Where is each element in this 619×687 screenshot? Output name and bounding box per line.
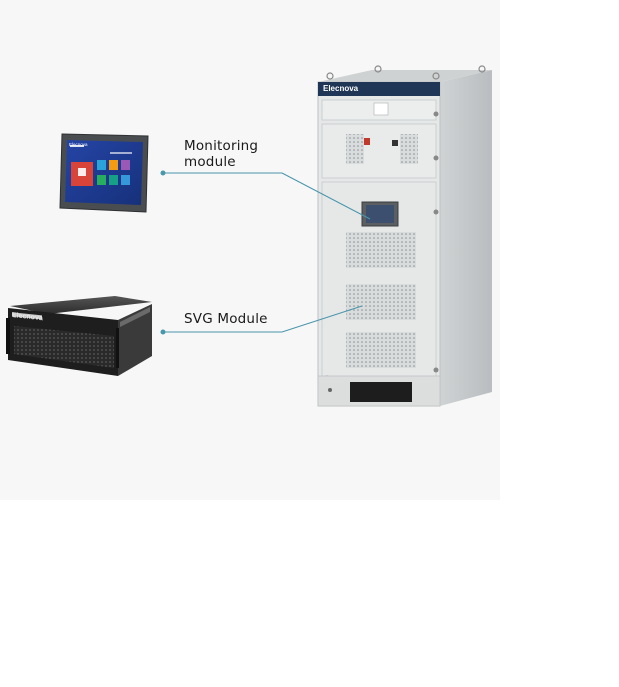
warning-lamp-icon	[364, 138, 370, 145]
monitoring-screen-icon	[59, 133, 149, 213]
cabinet-brand-label: Elecnova	[323, 84, 359, 93]
tablet-brand-label: Elecnova	[69, 142, 88, 147]
product-panel: Elecnova Elecnova Elecnova Monitoring mo…	[6, 65, 492, 407]
monitoring-leader-line	[160, 170, 371, 220]
product-illustration	[6, 65, 492, 407]
monitoring-module-label: Monitoring module	[184, 138, 259, 170]
svg-module-leader-line	[160, 305, 363, 335]
cabinet-icon	[317, 65, 492, 407]
svg-module-icon	[6, 296, 152, 376]
svg-module-label: SVG Module	[184, 311, 268, 327]
